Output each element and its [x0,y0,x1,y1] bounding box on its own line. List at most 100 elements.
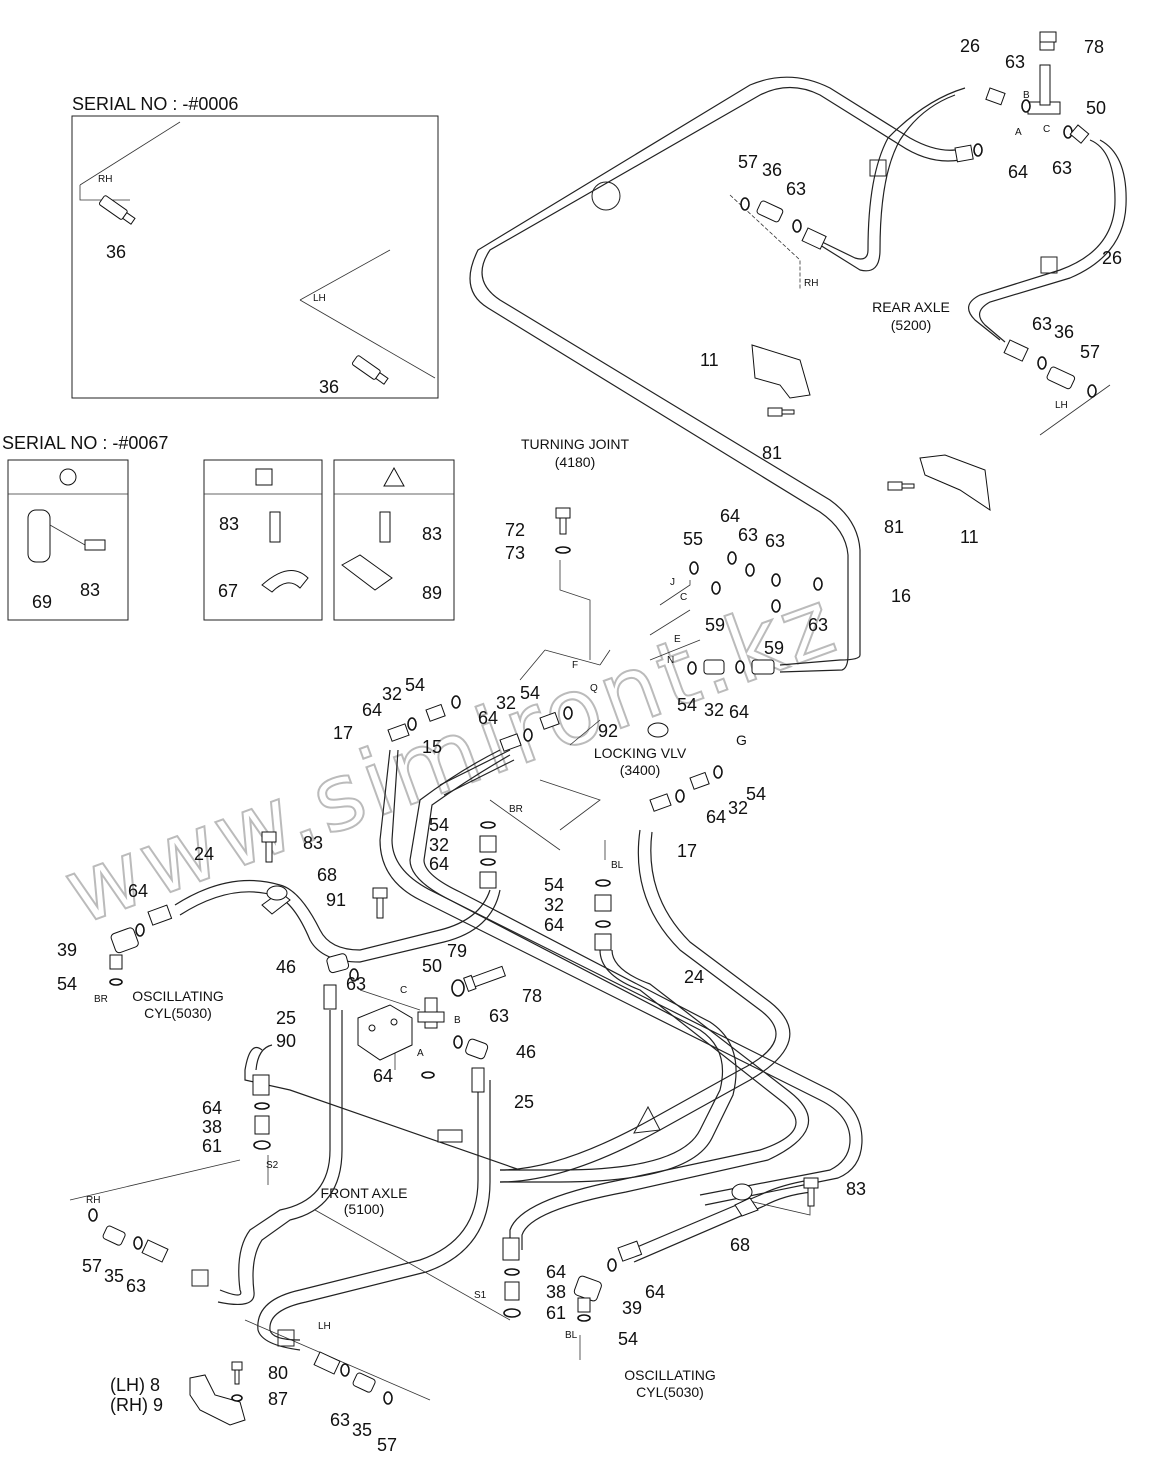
part-number: 91 [326,890,346,910]
inset-rh-detail: RH 36 [79,121,181,262]
svg-text:OSCILLATING: OSCILLATING [624,1367,716,1383]
part-number: 68 [317,865,337,885]
part-number: 83 [219,514,239,534]
part-number-8-lh: (LH) 8 [110,1375,160,1395]
serial-0006-inset [71,115,439,399]
part-number: 64 [720,506,740,526]
part-number: 50 [1086,98,1106,118]
svg-text:REAR AXLE: REAR AXLE [872,299,950,315]
part-number: 16 [891,586,911,606]
square-icon [255,468,273,486]
part-number: 80 [268,1363,288,1383]
part-number: 25 [514,1092,534,1112]
part-number: 55 [683,529,703,549]
svg-text:C: C [1043,124,1050,135]
part-number: 79 [447,941,467,961]
square-marker [1040,256,1058,274]
part-number: 38 [202,1117,222,1137]
title-front-axle: FRONT AXLE (5100) [321,1185,408,1217]
part-number: 61 [546,1303,566,1323]
part-number: 35 [104,1266,124,1286]
part-number: 61 [202,1136,222,1156]
circle-icon [59,468,77,486]
pipe-network [174,76,1127,1351]
part-number: 54 [746,784,766,804]
part-number: 63 [808,615,828,635]
serial-0067-header: SERIAL NO : -#0067 [2,433,168,453]
symbol-box-triangle: 83 89 [333,459,455,621]
triangle-icon [383,466,405,487]
inset-part-number: 36 [319,377,339,397]
part-number: 26 [960,36,980,56]
part-number: 81 [762,443,782,463]
part-number: 64 [362,700,382,720]
part-number: 63 [489,1006,509,1026]
part-number: 90 [276,1031,296,1051]
svg-text:B: B [454,1015,461,1026]
part-number: 63 [765,531,785,551]
part-number: 32 [704,700,724,720]
part-number: 11 [700,350,719,370]
svg-text:(3400): (3400) [620,762,660,778]
svg-text:(5100): (5100) [344,1201,384,1217]
svg-text:CYL(5030): CYL(5030) [636,1384,704,1400]
part-number: 36 [1054,322,1074,342]
part-number: 64 [546,1262,566,1282]
title-oscillating-cyl-right: OSCILLATING CYL(5030) [624,1367,716,1400]
svg-text:BL: BL [611,860,624,871]
svg-text:LH: LH [1055,400,1068,411]
part-number: 59 [764,638,784,658]
part-number: 38 [546,1282,566,1302]
part-number: 24 [194,844,214,864]
part-number: 57 [738,152,758,172]
part-number: 64 [128,881,148,901]
part-number: 32 [496,693,516,713]
part-number: 64 [478,708,498,728]
part-number: 83 [422,524,442,544]
square-marker [191,1269,209,1287]
part-number: 54 [520,683,540,703]
svg-text:LOCKING VLV: LOCKING VLV [594,745,687,761]
svg-text:FRONT AXLE: FRONT AXLE [321,1185,408,1201]
part-number: 54 [405,675,425,695]
square-marker [869,159,887,177]
part-number: 64 [645,1282,665,1302]
part-number: 83 [303,833,323,853]
part-number: 11 [960,527,979,547]
part-number: 50 [422,956,442,976]
part-number: 64 [373,1066,393,1086]
svg-text:N: N [667,655,674,666]
part-number: 64 [202,1098,222,1118]
svg-text:RH: RH [86,1195,100,1206]
part-number: 92 [598,721,618,741]
part-number: 57 [377,1435,397,1455]
part-number: 24 [684,967,704,987]
part-number: 64 [429,854,449,874]
title-turning-joint: TURNING JOINT (4180) [521,436,630,470]
svg-text:A: A [417,1048,424,1059]
svg-text:C: C [680,592,687,603]
part-number: 63 [346,974,366,994]
part-number: 64 [1008,162,1028,182]
part-number: 63 [126,1276,146,1296]
part-number: 87 [268,1389,288,1409]
inset-port-label: RH [98,174,112,185]
part-number: 63 [1052,158,1072,178]
svg-text:B: B [1023,90,1030,101]
part-number: 78 [522,986,542,1006]
part-number: 64 [544,915,564,935]
svg-text:OSCILLATING: OSCILLATING [132,988,224,1004]
square-marker [277,1329,295,1347]
svg-text:BR: BR [94,994,108,1005]
triangle-marker [633,1105,661,1134]
part-number: 46 [276,957,296,977]
part-number: 32 [728,798,748,818]
part-number: 64 [706,807,726,827]
part-number: 57 [82,1256,102,1276]
svg-text:BR: BR [509,804,523,815]
part-number: 68 [730,1235,750,1255]
symbol-box-square: 83 67 [203,459,323,621]
svg-text:(4180): (4180) [555,454,595,470]
part-number: 35 [352,1420,372,1440]
